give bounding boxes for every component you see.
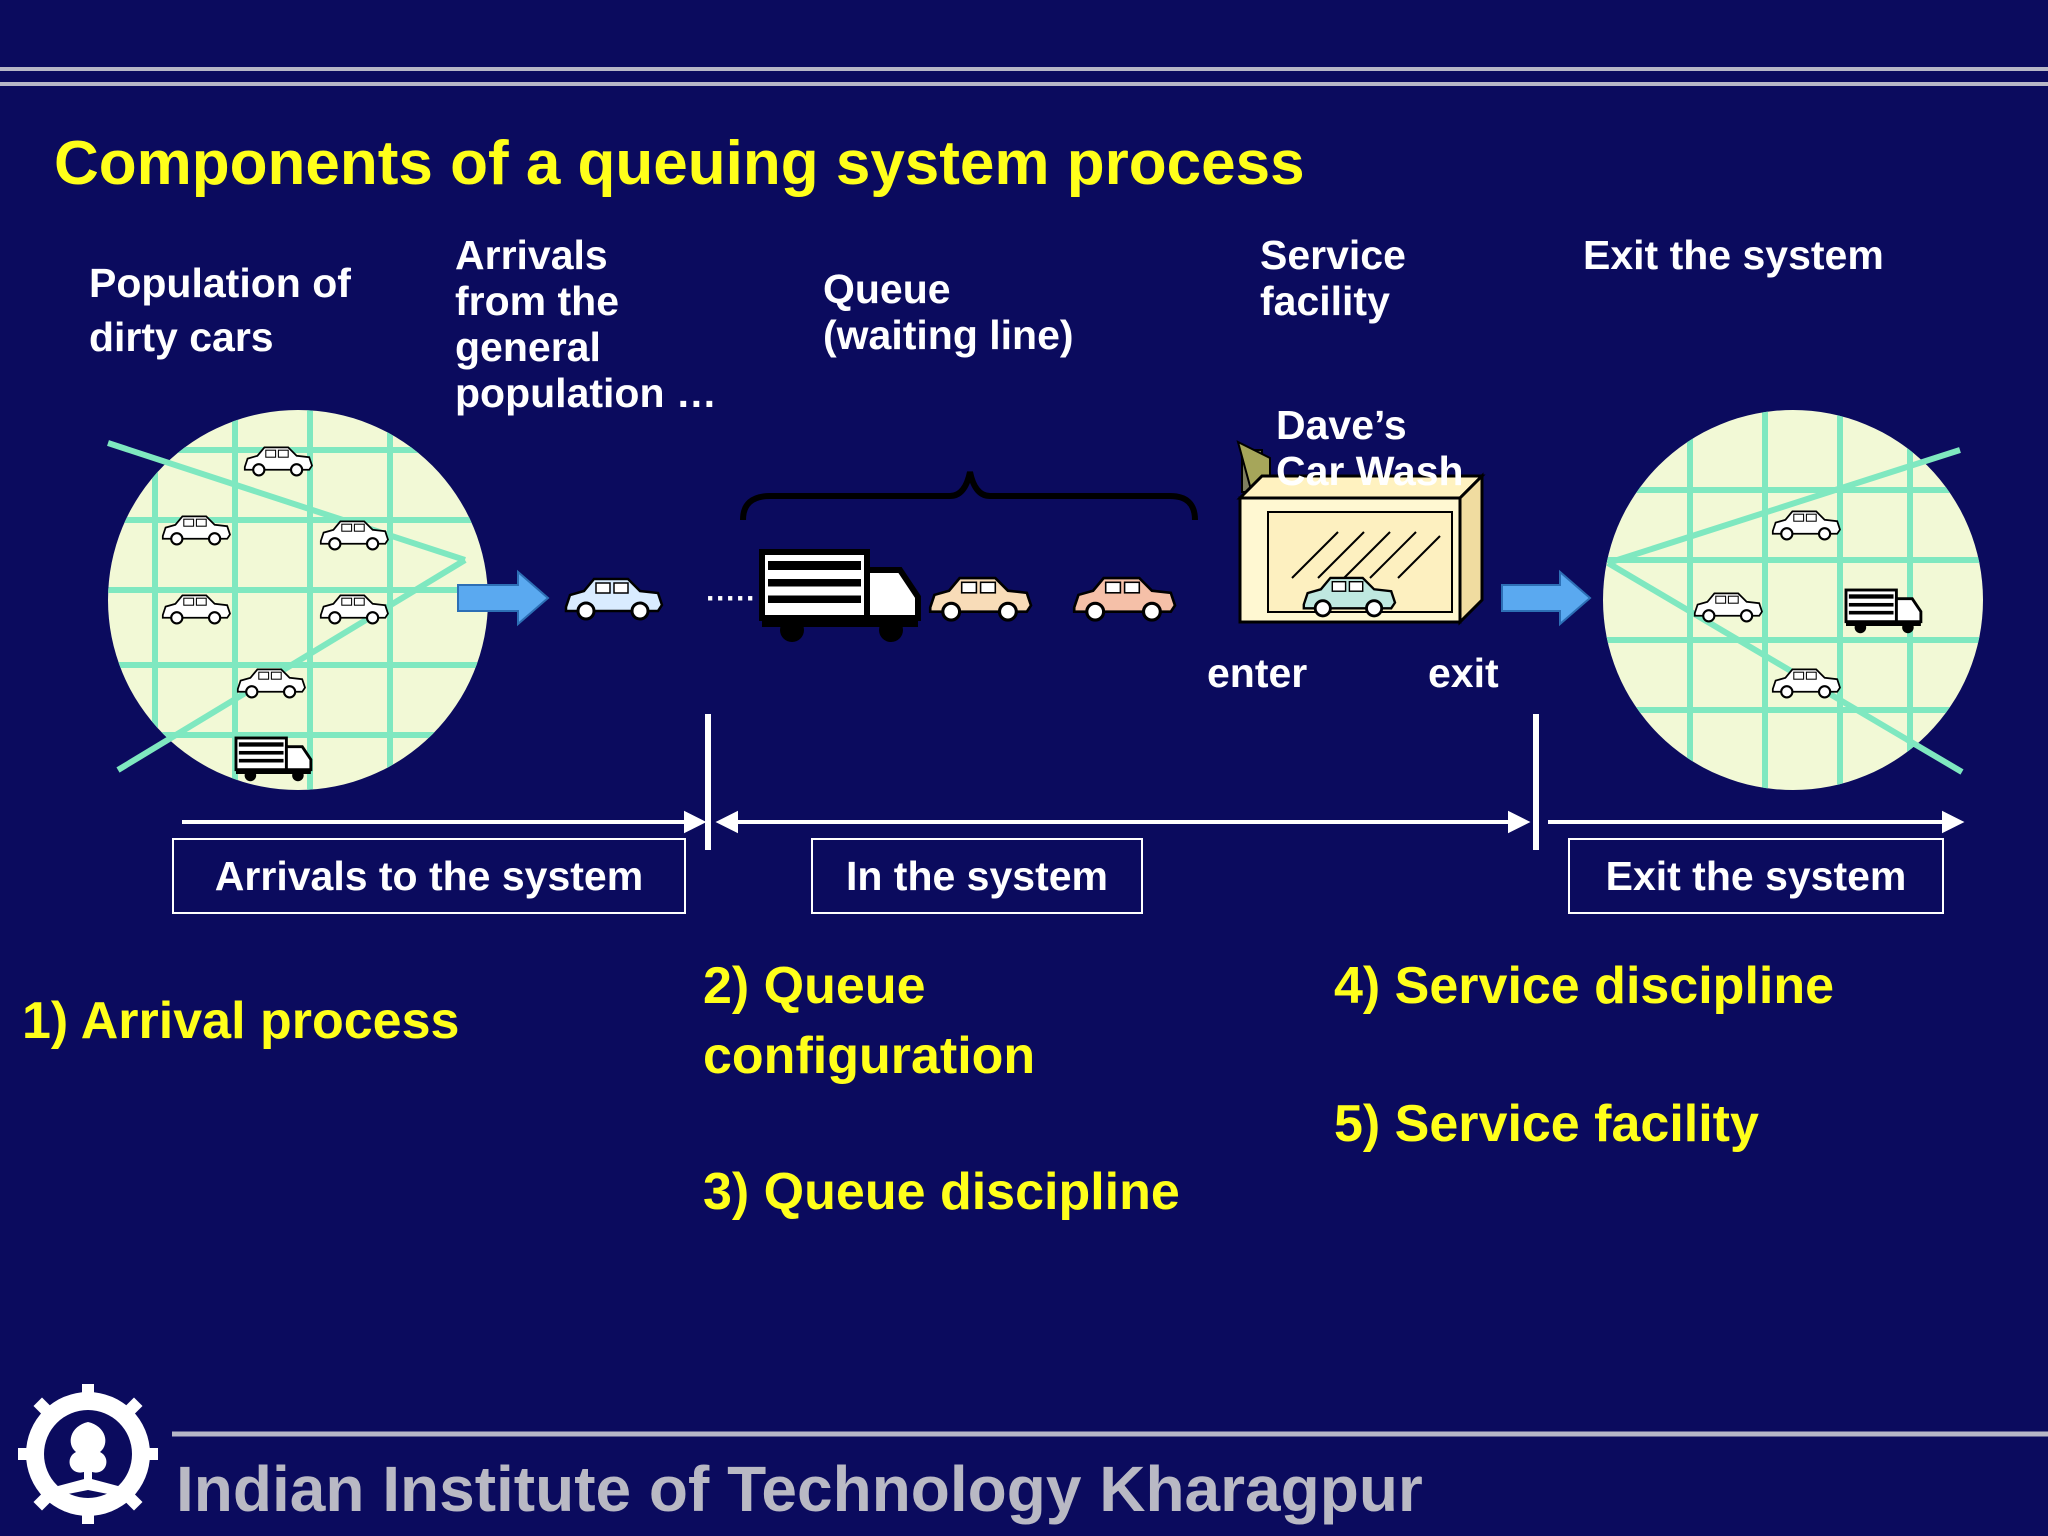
population-label: Population of dirty cars (89, 260, 351, 360)
population-circle (107, 410, 488, 790)
exit-label: exit (1428, 650, 1499, 696)
ellipsis-dots: ····· (706, 582, 756, 615)
service-facility-label: Service facility (1260, 232, 1406, 324)
car-icon (928, 576, 1033, 622)
stage-exit-box: Exit the system (1568, 838, 1944, 914)
component-service-facility: 5) Service facility (1334, 1095, 1759, 1153)
exit-circle (1603, 410, 1983, 790)
car-icon (564, 577, 664, 621)
span-arrows (182, 810, 1965, 834)
top-rule-2 (0, 82, 2048, 86)
exit-system-label-top: Exit the system (1583, 232, 1884, 278)
slide-title: Components of a queuing system process (54, 129, 1305, 198)
top-rule-1 (0, 67, 2048, 71)
queue-brace (740, 471, 1198, 521)
truck-icon (762, 552, 918, 642)
iit-logo-icon (18, 1384, 158, 1524)
stage-in-system-box: In the system (811, 838, 1143, 914)
component-queue-configuration: 2) Queue configuration (703, 957, 1036, 1085)
queue-label: Queue (waiting line) (823, 266, 1074, 358)
component-service-discipline: 4) Service discipline (1334, 957, 1835, 1015)
component-queue-discipline: 3) Queue discipline (703, 1163, 1180, 1221)
exit-arrow (1501, 569, 1592, 627)
car-icon (1072, 576, 1177, 622)
arrivals-label: Arrivals from the general population … (455, 232, 717, 416)
car-wash-label: Dave’s Car Wash (1276, 402, 1464, 494)
footer-institute-name: Indian Institute of Technology Kharagpur (176, 1453, 1423, 1525)
car-wash-icon (1236, 440, 1486, 626)
component-arrival-process: 1) Arrival process (22, 992, 460, 1050)
stage-arrivals-box: Arrivals to the system (172, 838, 686, 914)
enter-label: enter (1207, 650, 1308, 696)
arrival-arrow (457, 569, 550, 627)
